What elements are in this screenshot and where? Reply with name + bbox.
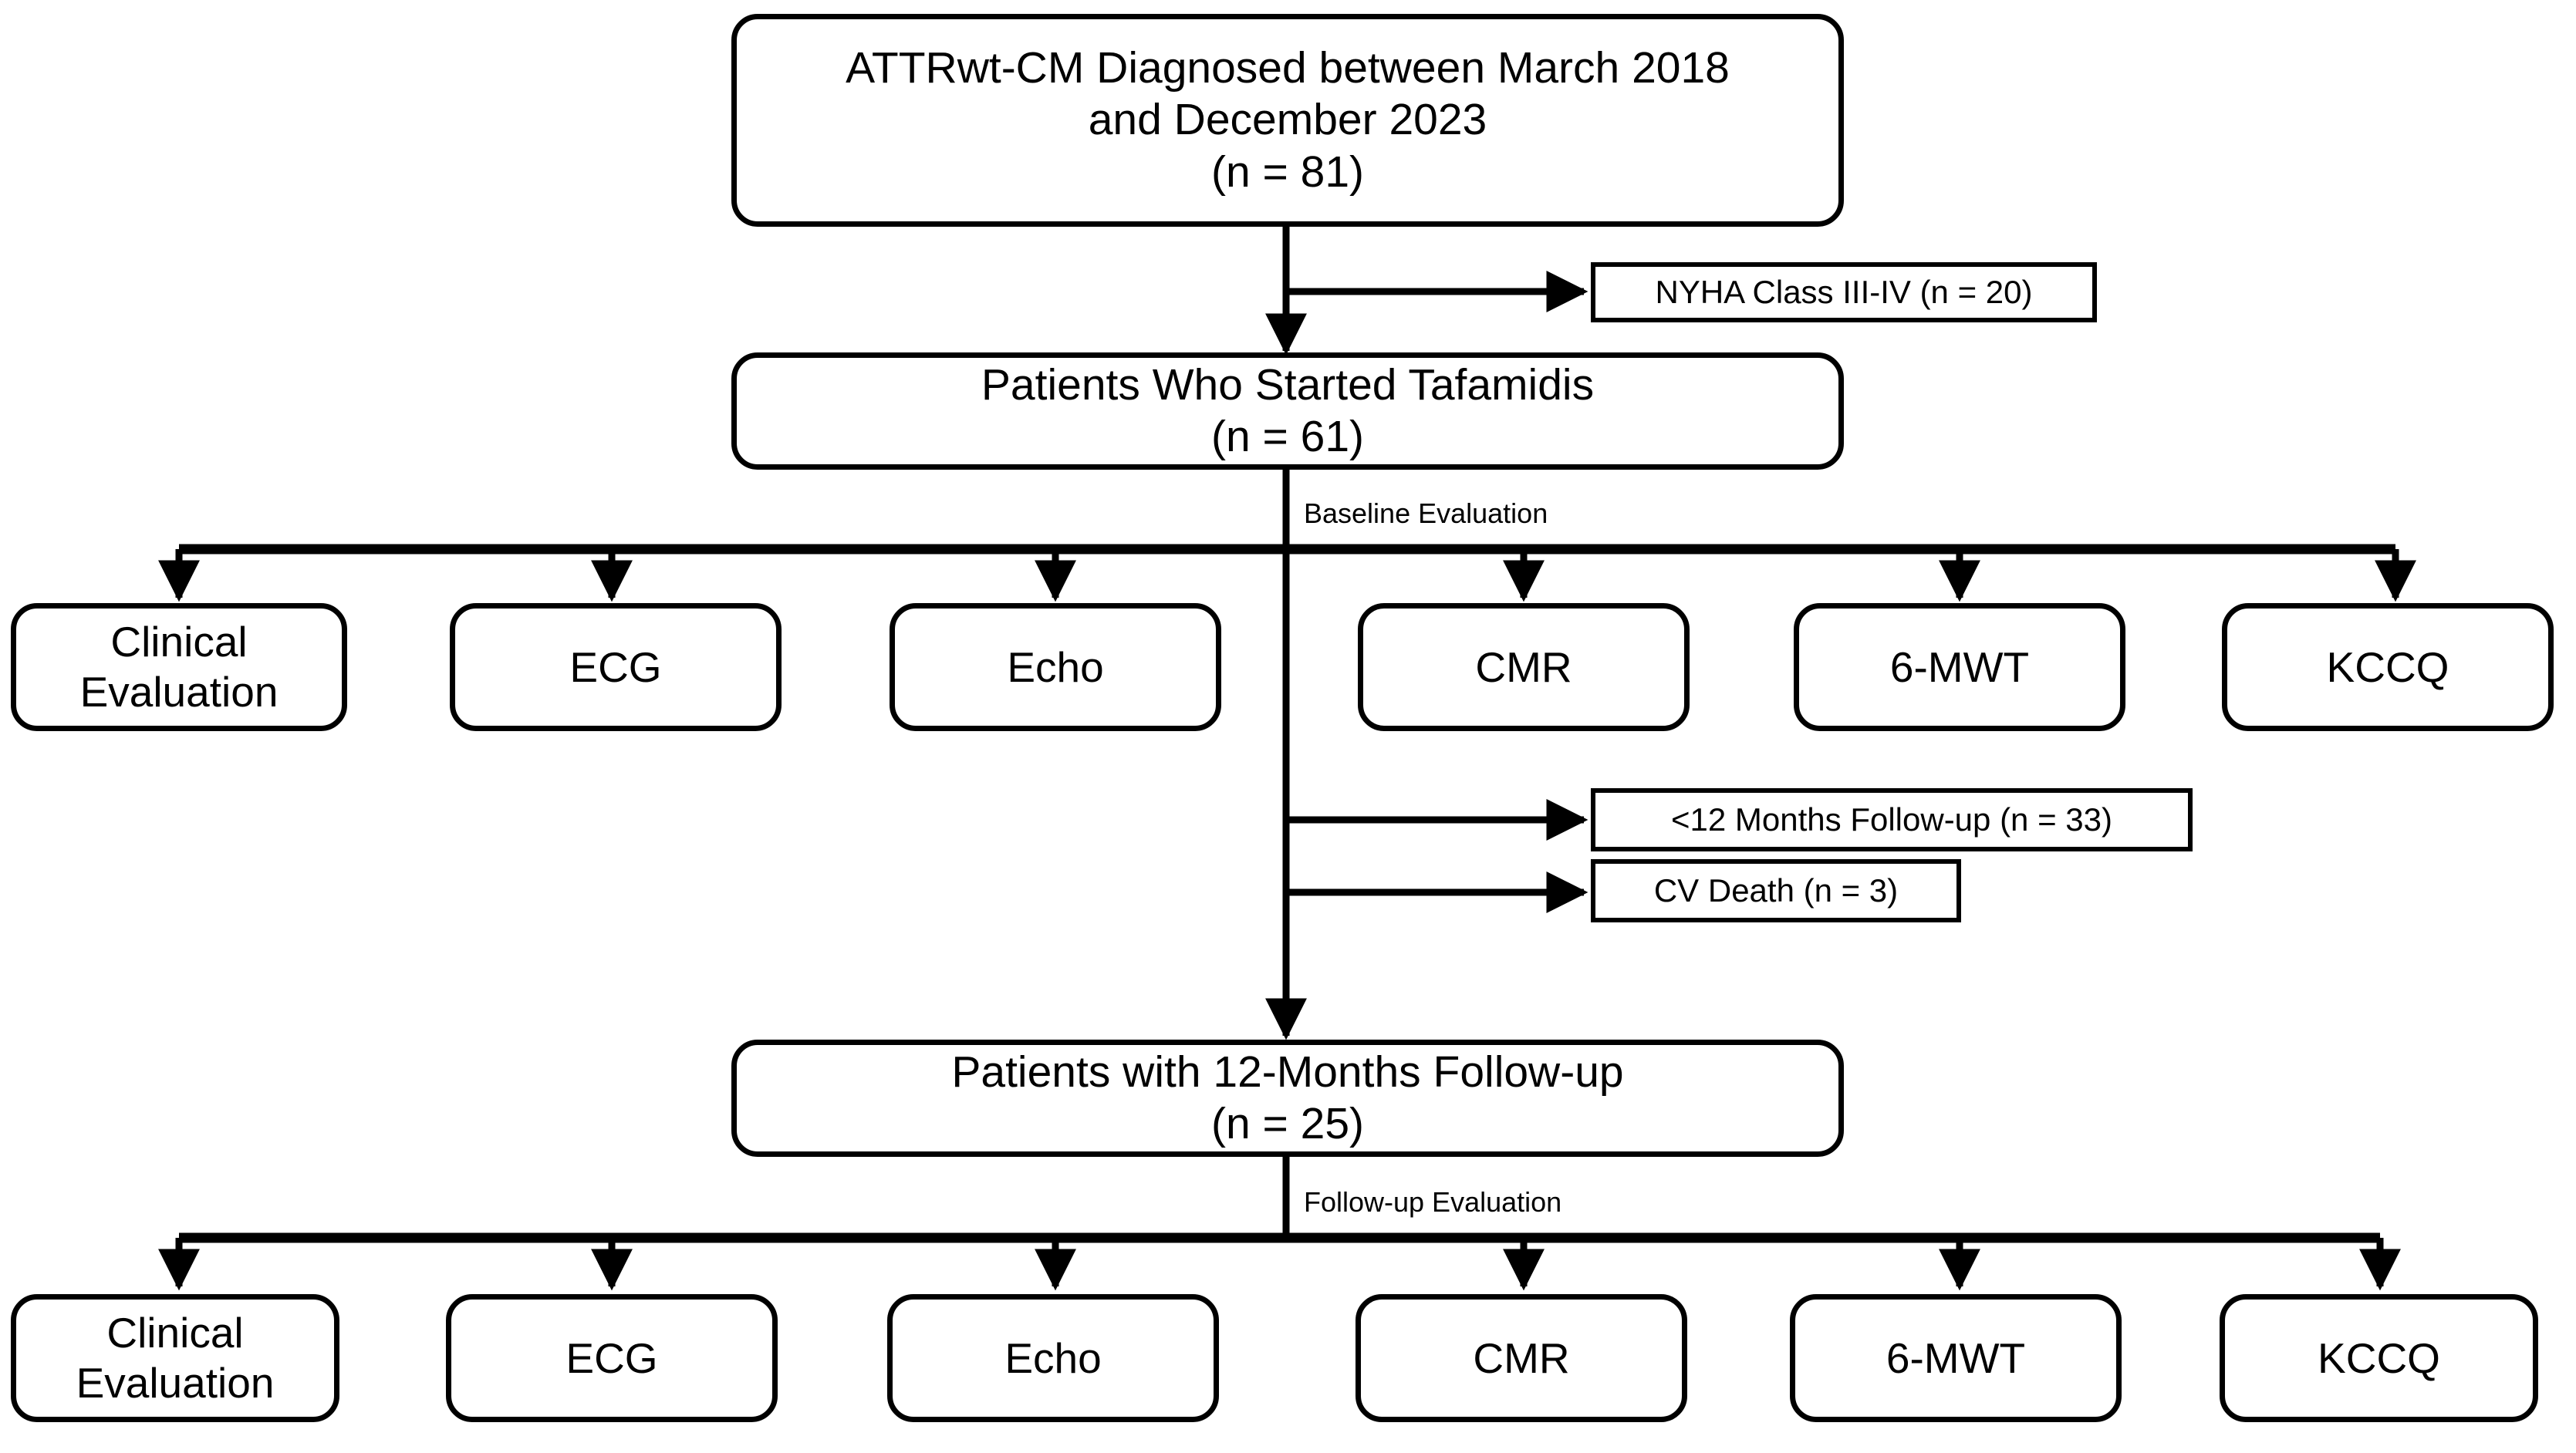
followup-assessment-1-text: Clinical Evaluation xyxy=(16,1308,334,1408)
baseline-assessment-2-text: ECG xyxy=(569,642,662,691)
tafamidis-line-2: (n = 61) xyxy=(1210,412,1365,461)
diagnosed-line-1: ATTRwt-CM Diagnosed between March 2018 xyxy=(846,43,1730,93)
baseline-1-line-2: Evaluation xyxy=(79,668,279,716)
baseline-assessment-5-text: 6-MWT xyxy=(1889,642,2030,691)
node-started-tafamidis-text: Patients Who Started Tafamidis (n = 61) xyxy=(737,359,1838,464)
followup-assessment-6-text: KCCQ xyxy=(2318,1333,2440,1382)
followup-assessment-3-text: Echo xyxy=(1004,1333,1102,1382)
baseline-assessment-4-text: CMR xyxy=(1475,642,1572,691)
exclusion-short-followup-text: <12 Months Follow-up (n = 33) xyxy=(1671,801,2112,838)
followup-1-line-2: Evaluation xyxy=(76,1359,275,1407)
exclusion-nyha-text: NYHA Class III-IV (n = 20) xyxy=(1655,274,2033,311)
baseline-assessment-1-text: Clinical Evaluation xyxy=(16,617,342,717)
node-baseline-clinical-evaluation: Clinical Evaluation xyxy=(11,603,347,731)
node-followup-clinical-evaluation: Clinical Evaluation xyxy=(11,1294,339,1422)
exclusion-cv-death-text: CV Death (n = 3) xyxy=(1653,872,1899,909)
node-followup-cmr: CMR xyxy=(1356,1294,1687,1422)
node-baseline-6mwt: 6-MWT xyxy=(1794,603,2125,731)
diagnosed-line-3: (n = 81) xyxy=(1210,147,1365,197)
node-followup-echo: Echo xyxy=(887,1294,1219,1422)
followup-assessment-2-text: ECG xyxy=(566,1333,658,1382)
diagnosed-line-2: and December 2023 xyxy=(1088,95,1487,145)
node-followup-kccq: KCCQ xyxy=(2220,1294,2538,1422)
followup-1-line-1: Clinical xyxy=(106,1309,244,1357)
node-started-tafamidis: Patients Who Started Tafamidis (n = 61) xyxy=(731,352,1844,470)
node-exclusion-nyha: NYHA Class III-IV (n = 20) xyxy=(1591,262,2097,322)
node-patients-with-followup-text: Patients with 12-Months Follow-up (n = 2… xyxy=(737,1047,1838,1151)
node-exclusion-cv-death: CV Death (n = 3) xyxy=(1591,859,1961,922)
node-diagnosed-cohort-text: ATTRwt-CM Diagnosed between March 2018 a… xyxy=(737,42,1838,198)
edge-label-followup-evaluation: Follow-up Evaluation xyxy=(1304,1186,1562,1218)
baseline-assessment-6-text: KCCQ xyxy=(2326,642,2449,691)
node-baseline-echo: Echo xyxy=(890,603,1221,731)
tafamidis-line-1: Patients Who Started Tafamidis xyxy=(981,359,1595,410)
edge-label-baseline-evaluation: Baseline Evaluation xyxy=(1304,497,1548,529)
followup-assessment-5-text: 6-MWT xyxy=(1886,1333,2026,1382)
node-patients-with-followup: Patients with 12-Months Follow-up (n = 2… xyxy=(731,1040,1844,1157)
node-baseline-cmr: CMR xyxy=(1358,603,1690,731)
followup-assessment-4-text: CMR xyxy=(1473,1333,1570,1382)
followup-line-1: Patients with 12-Months Follow-up xyxy=(951,1047,1624,1097)
node-followup-6mwt: 6-MWT xyxy=(1790,1294,2122,1422)
baseline-assessment-3-text: Echo xyxy=(1007,642,1104,691)
node-followup-ecg: ECG xyxy=(446,1294,778,1422)
node-exclusion-short-followup: <12 Months Follow-up (n = 33) xyxy=(1591,788,2193,851)
node-baseline-ecg: ECG xyxy=(450,603,782,731)
baseline-1-line-1: Clinical xyxy=(110,618,248,666)
node-baseline-kccq: KCCQ xyxy=(2222,603,2554,731)
node-diagnosed-cohort: ATTRwt-CM Diagnosed between March 2018 a… xyxy=(731,14,1844,227)
followup-line-2: (n = 25) xyxy=(1210,1099,1365,1148)
